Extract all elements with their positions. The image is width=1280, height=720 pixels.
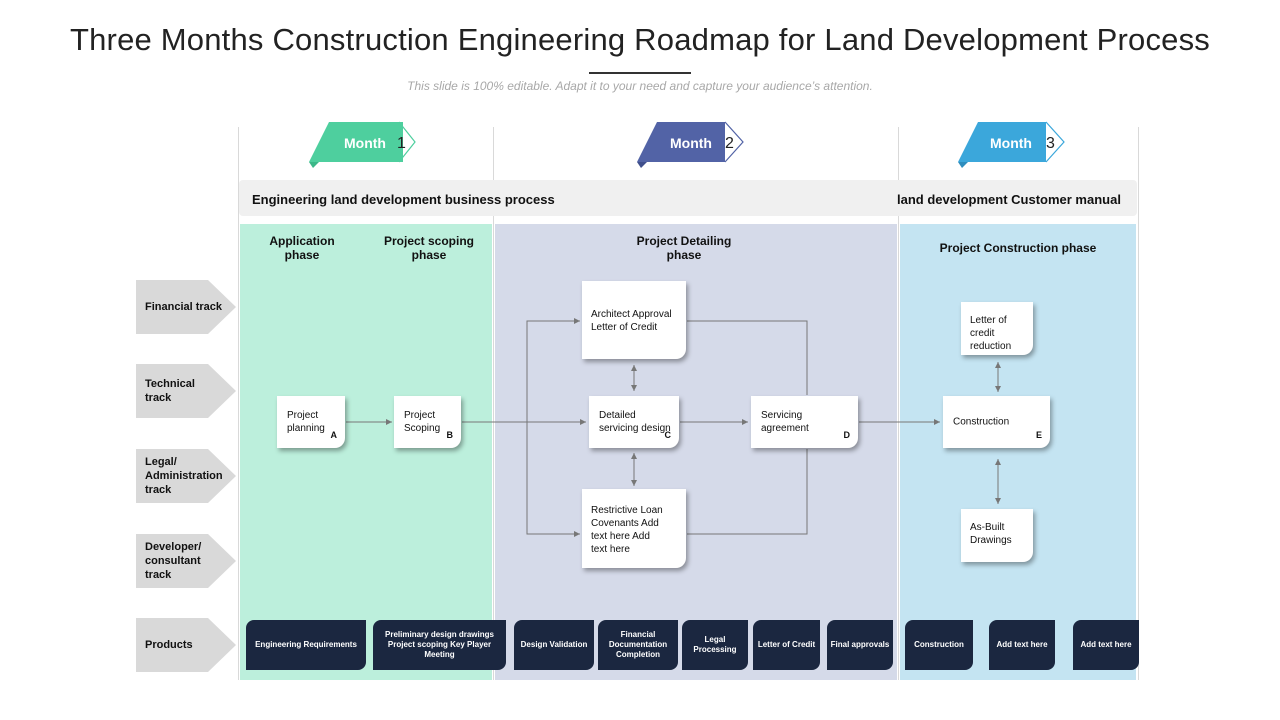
construction-phase-heading: Project Construction phase: [939, 241, 1097, 255]
column-divider-1: [238, 127, 239, 680]
detailing-phase-heading: Project Detailing phase: [636, 234, 732, 262]
month-number-3: 3: [1046, 135, 1055, 152]
box-letter-credit-reduction: Letter of credit reduction: [961, 302, 1033, 355]
product-letter-of-credit: Letter of Credit: [753, 620, 820, 670]
product-engineering-requirements: Engineering Requirements: [246, 620, 366, 670]
track-developer-label: Developer/ consultant track: [145, 541, 202, 581]
box-detailed-servicing: Detailed servicing design C: [589, 396, 679, 448]
box-letter-a: A: [330, 430, 338, 440]
box-letter-c: C: [664, 430, 672, 440]
connector-architect-d: [687, 320, 808, 395]
customer-manual-label: land development Customer manual: [897, 192, 1121, 207]
product-legal-processing: Legal Processing: [682, 620, 748, 670]
product-add-text-2: Add text here: [1073, 620, 1139, 670]
process-bar: [239, 180, 1137, 216]
month-banner-2: Month 2: [637, 121, 744, 168]
month-banner-1: Month 1: [309, 121, 416, 168]
box-architect-approval: Architect Approval Letter of Credit: [582, 281, 686, 359]
month-label-1: Month: [344, 135, 386, 151]
page-subtitle: This slide is 100% editable. Adapt it to…: [407, 79, 873, 93]
month-number-2: 2: [725, 135, 734, 152]
track-technical-label: Technical track: [145, 378, 195, 404]
track-products-label: Products: [145, 639, 193, 651]
box-servicing-agreement: Servicing agreement D: [751, 396, 858, 448]
column-divider-4: [1138, 127, 1139, 680]
track-legal-label: Legal/ Administration track: [145, 456, 223, 496]
scoping-phase-heading: Project scoping phase: [383, 234, 475, 262]
box-restrictive-loan: Restrictive Loan Covenants Add text here…: [582, 489, 686, 568]
connector-loan-d: [687, 449, 808, 535]
box-construction: Construction E: [943, 396, 1050, 448]
box-letter-e: E: [1035, 430, 1042, 440]
application-column: [240, 224, 492, 680]
product-add-text-1: Add text here: [989, 620, 1055, 670]
page-title: Three Months Construction Engineering Ro…: [69, 22, 1211, 57]
title-divider: [589, 72, 691, 74]
month-label-3: Month: [990, 135, 1032, 151]
month-number-1: 1: [397, 135, 406, 152]
column-divider-3: [898, 127, 899, 680]
column-divider-2: [493, 127, 494, 680]
connector-to-architect: [526, 318, 580, 422]
track-financial-label: Financial track: [145, 301, 223, 313]
box-letter-b: B: [446, 430, 454, 440]
product-financial-documentation: Financial Documentation Completion: [598, 620, 678, 670]
business-process-label: Engineering land development business pr…: [252, 192, 555, 207]
construction-column: [900, 224, 1136, 680]
box-project-scoping: Project Scoping B: [394, 396, 461, 448]
product-construction: Construction: [905, 620, 973, 670]
application-phase-heading: Application phase: [269, 234, 335, 262]
product-final-approvals: Final approvals: [827, 620, 893, 670]
product-preliminary-design: Preliminary design drawings Project scop…: [373, 620, 506, 670]
month-banner-3: Month 3: [958, 121, 1065, 168]
box-as-built: As-Built Drawings: [961, 509, 1033, 562]
box-project-planning: Project planning A: [277, 396, 345, 448]
product-design-validation: Design Validation: [514, 620, 594, 670]
box-letter-d: D: [843, 430, 851, 440]
connector-to-loan: [526, 422, 580, 537]
detailing-column: [495, 224, 897, 680]
month-label-2: Month: [670, 135, 712, 151]
